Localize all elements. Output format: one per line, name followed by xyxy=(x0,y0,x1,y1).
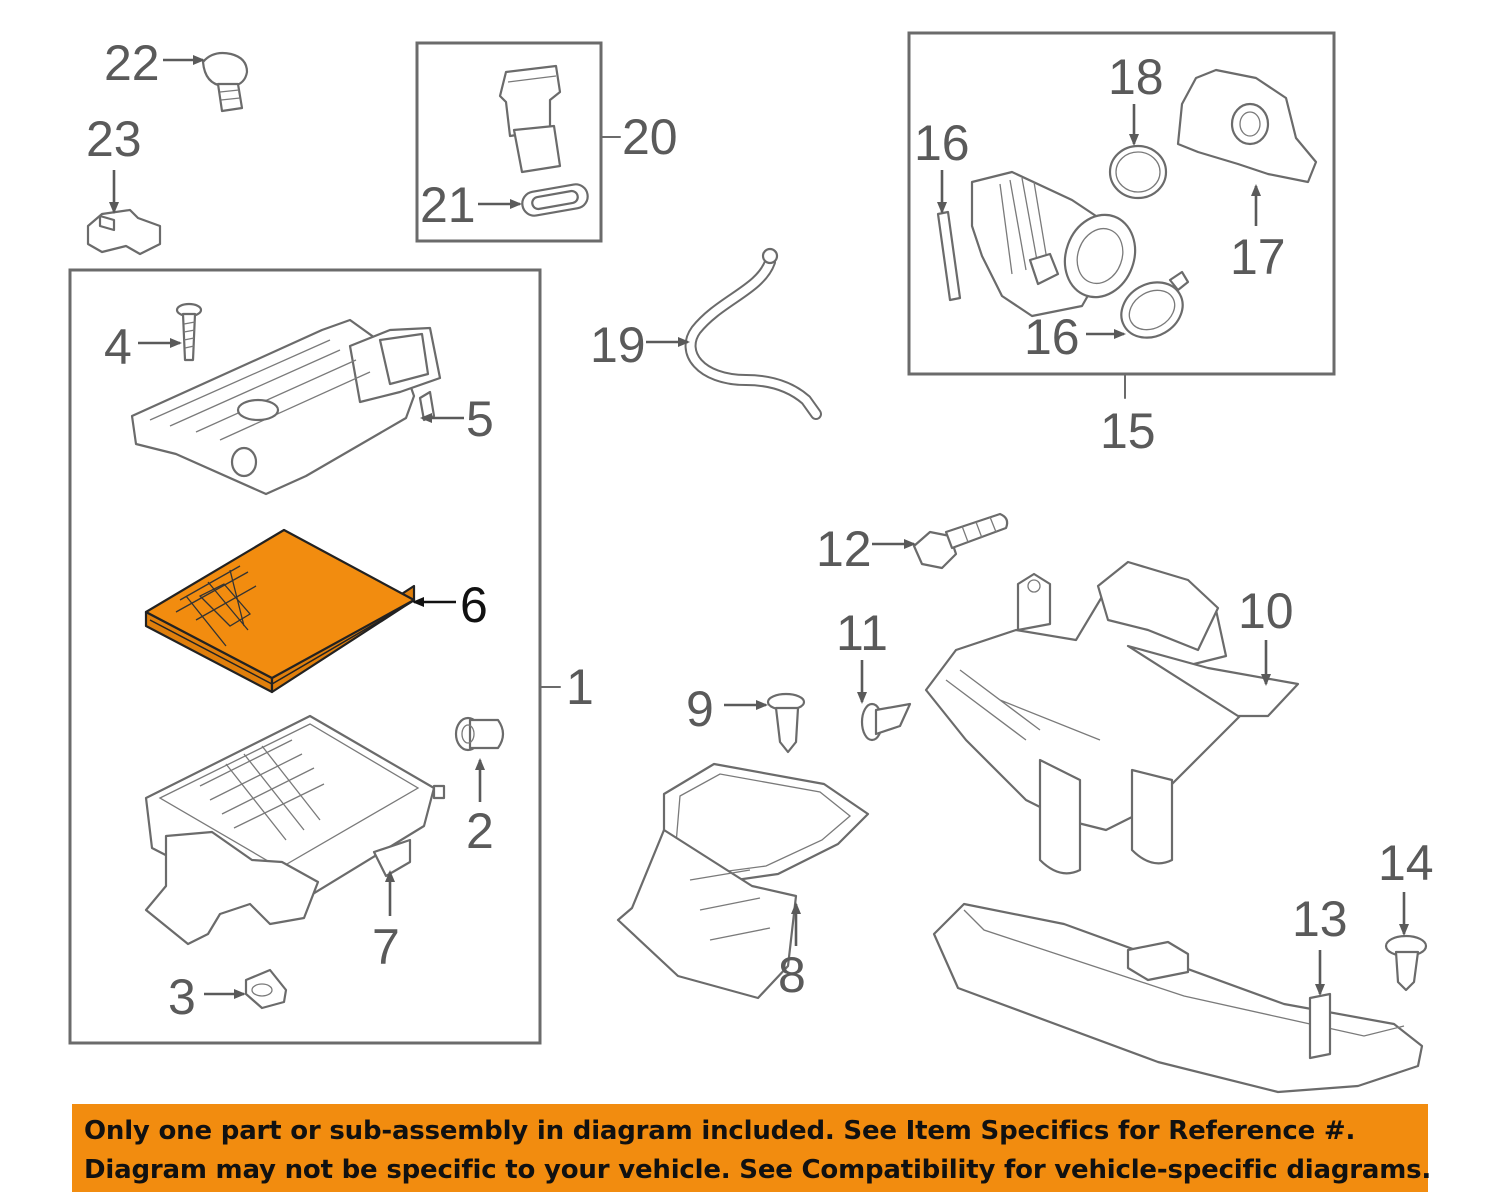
part-15-duct[interactable] xyxy=(970,170,1146,318)
callout-8: 8 xyxy=(778,947,806,1003)
callout-11: 11 xyxy=(836,605,888,661)
part-10-inlet-duct[interactable] xyxy=(924,560,1300,875)
part-13-tray[interactable] xyxy=(932,902,1424,1094)
part-2-grommet[interactable] xyxy=(454,716,505,752)
callout-20: 20 xyxy=(622,109,678,165)
callout-23: 23 xyxy=(86,111,142,167)
callout-9: 9 xyxy=(686,681,714,737)
callout-14: 14 xyxy=(1378,835,1434,891)
part-19-hose[interactable] xyxy=(684,247,822,420)
part-6-air-filter[interactable] xyxy=(144,528,416,694)
disclaimer-line-2: Diagram may not be specific to your vehi… xyxy=(84,1155,1432,1185)
callout-19: 19 xyxy=(590,317,646,373)
assembly-box-15 xyxy=(907,31,1336,376)
part-3-grommet[interactable] xyxy=(244,968,288,1010)
callout-16-bottom: 16 xyxy=(1024,309,1080,365)
part-7-lower-housing[interactable] xyxy=(144,714,446,946)
part-9-push-pin[interactable] xyxy=(766,692,806,754)
part-5-cover[interactable] xyxy=(130,318,442,496)
part-16-strip[interactable] xyxy=(936,210,962,302)
part-20-sensor[interactable] xyxy=(498,64,562,174)
callout-4: 4 xyxy=(104,319,132,375)
part-18-ring[interactable] xyxy=(1108,144,1168,200)
callout-10: 10 xyxy=(1238,583,1294,639)
callout-22: 22 xyxy=(104,35,160,91)
callout-7: 7 xyxy=(372,919,400,975)
callout-2: 2 xyxy=(466,803,494,859)
callout-18: 18 xyxy=(1108,49,1164,105)
part-12-bolt[interactable] xyxy=(912,512,1009,570)
part-11-push-pin[interactable] xyxy=(860,702,912,742)
callout-6: 6 xyxy=(460,577,488,633)
part-14-push-pin[interactable] xyxy=(1384,934,1428,992)
disclaimer-line-1: Only one part or sub-assembly in diagram… xyxy=(84,1116,1356,1146)
part-22-bolt[interactable] xyxy=(201,51,249,113)
callout-arrows xyxy=(109,55,1409,999)
callout-1: 1 xyxy=(566,659,594,715)
part-8-duct[interactable] xyxy=(616,762,870,1000)
assembly-box-1 xyxy=(68,268,542,1045)
callout-13: 13 xyxy=(1292,891,1348,947)
part-4-bolt[interactable] xyxy=(175,302,203,362)
callout-15: 15 xyxy=(1100,403,1156,459)
callout-3: 3 xyxy=(168,969,196,1025)
part-21-gasket[interactable] xyxy=(520,182,589,217)
disclaimer-banner: Only one part or sub-assembly in diagram… xyxy=(72,1104,1432,1192)
callout-12: 12 xyxy=(816,521,872,577)
callout-5: 5 xyxy=(466,391,494,447)
part-17-resonator[interactable] xyxy=(1176,68,1318,184)
part-23-bracket[interactable] xyxy=(86,208,162,256)
part-16-clamp[interactable] xyxy=(1111,270,1192,348)
callout-16-top: 16 xyxy=(914,115,970,171)
callout-21: 21 xyxy=(420,177,476,233)
assembly-box-20 xyxy=(415,41,603,243)
callout-17: 17 xyxy=(1230,229,1286,285)
